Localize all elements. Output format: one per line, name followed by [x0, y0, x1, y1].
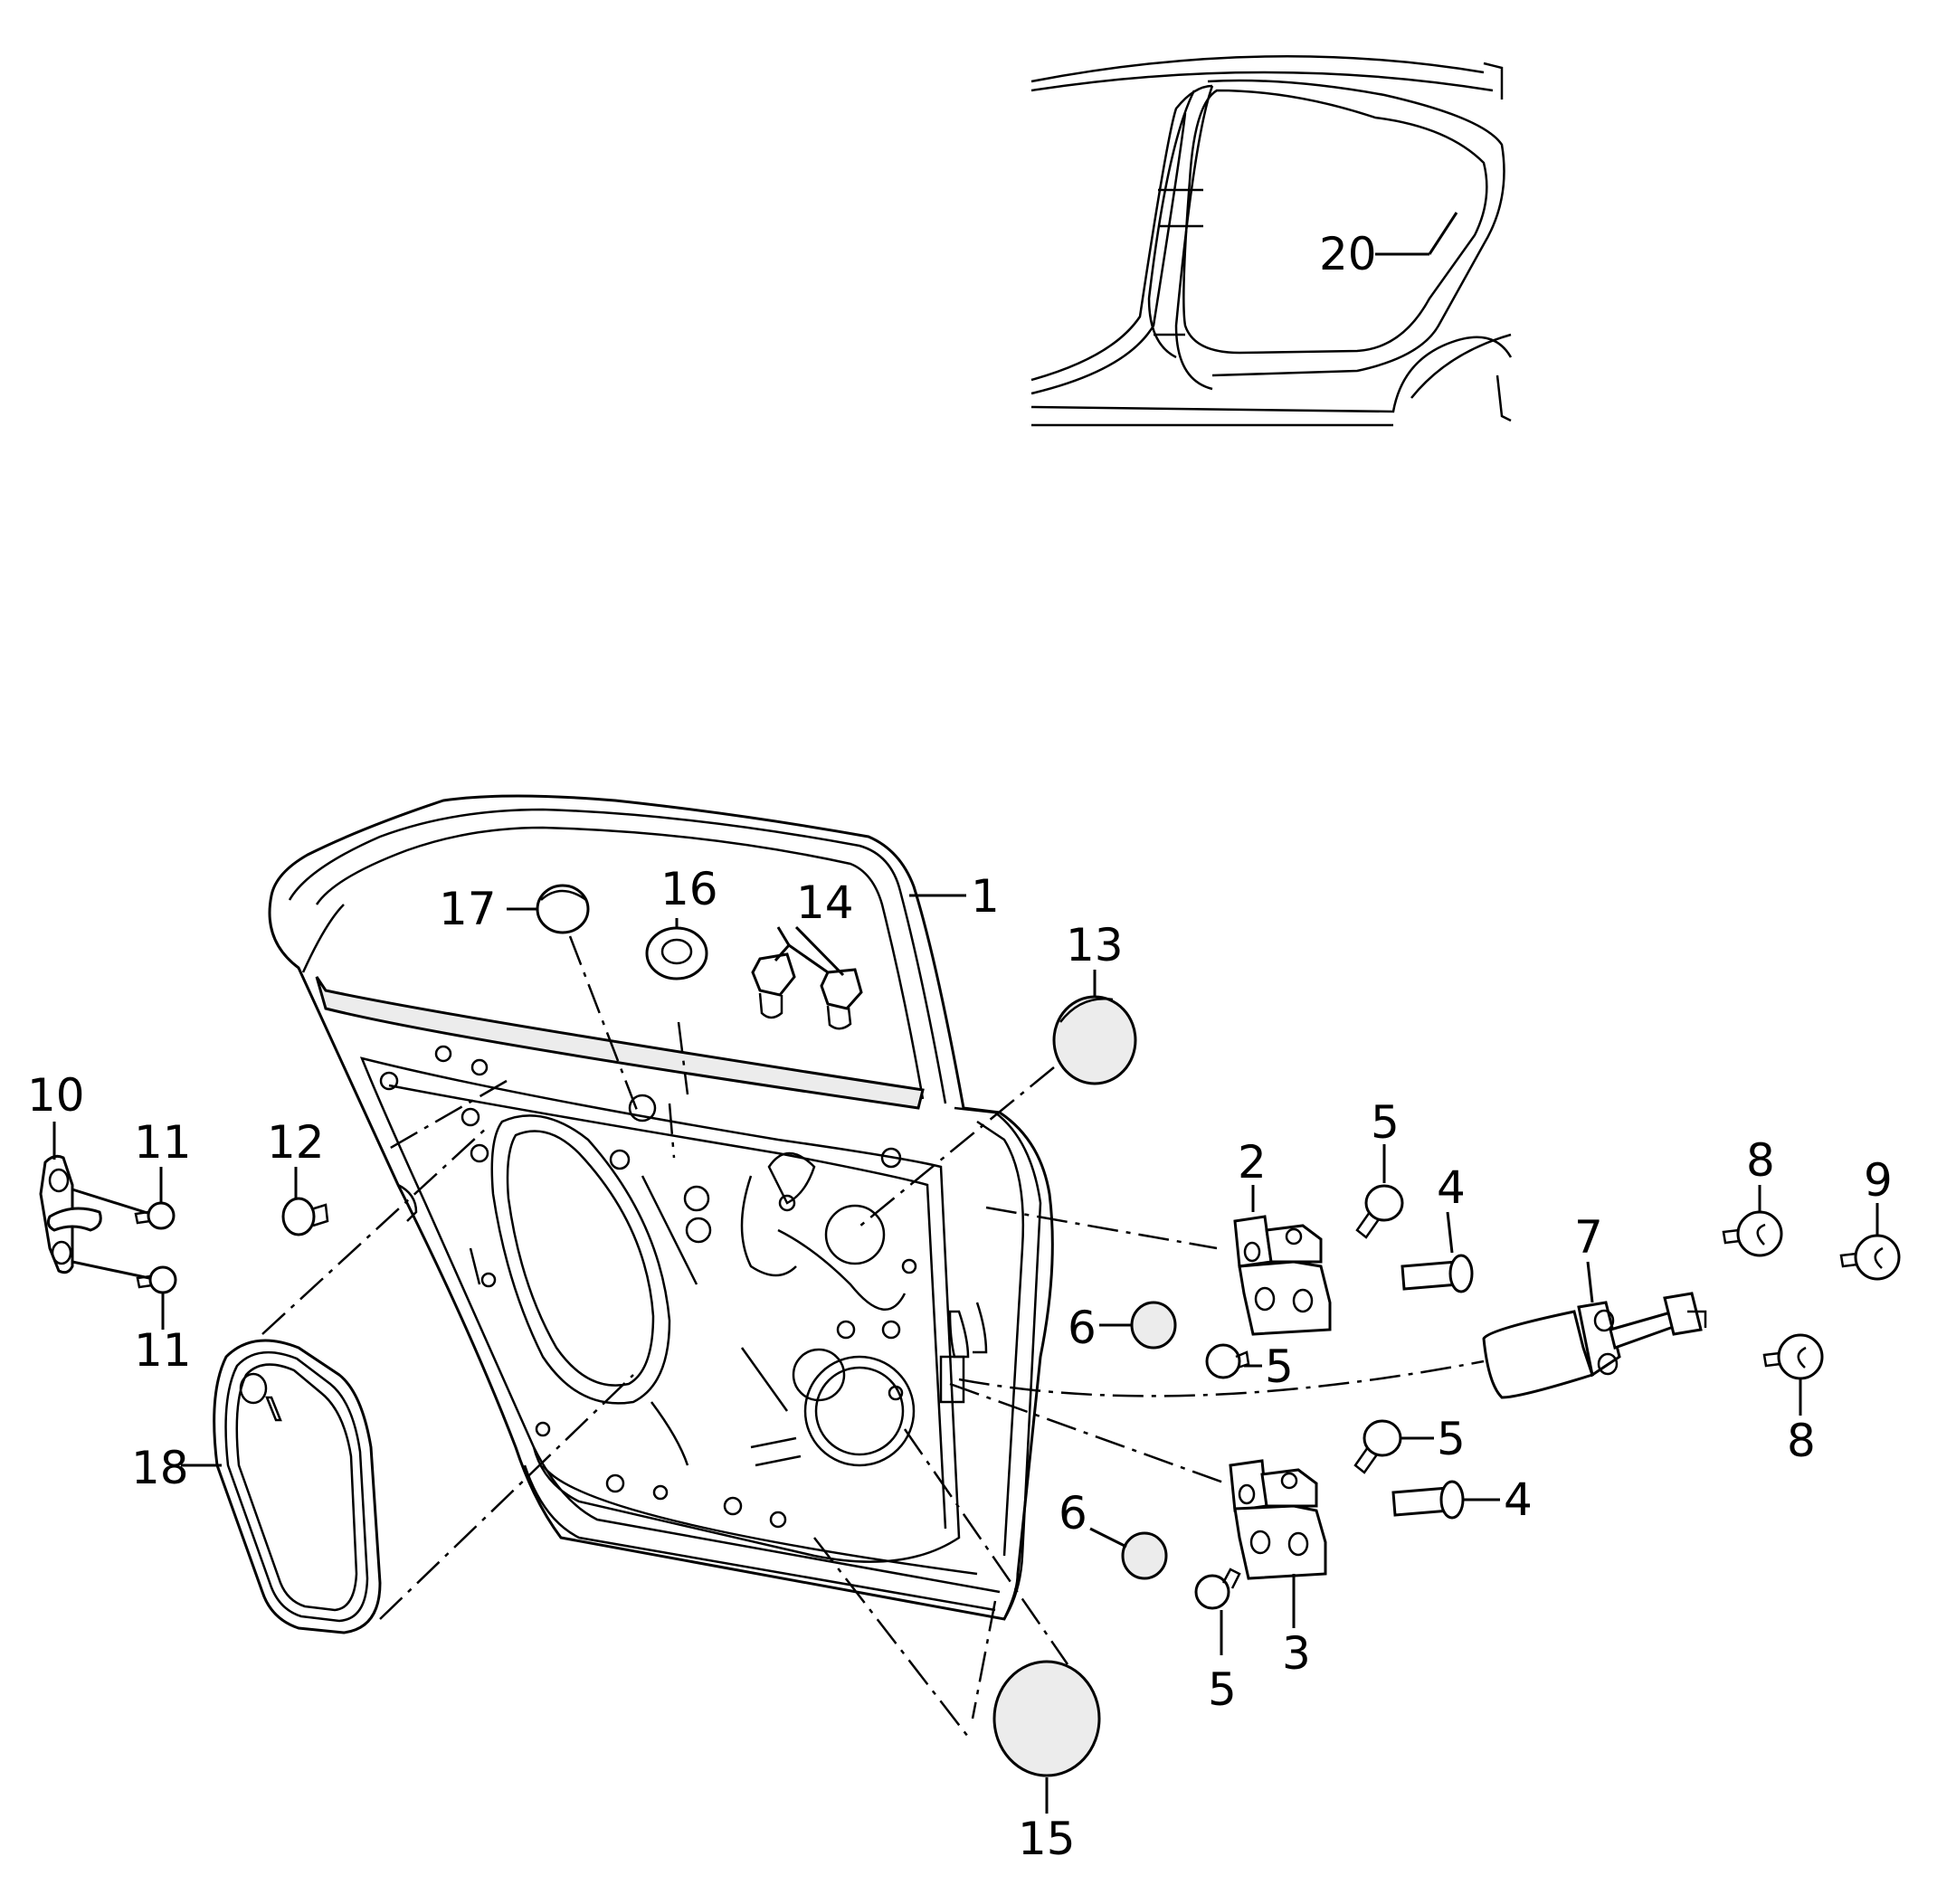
plug-17 [536, 884, 590, 934]
callout-9: 9 [1864, 1154, 1893, 1207]
cover-13 [1052, 995, 1137, 1085]
callout-4: 4 [1437, 1161, 1466, 1214]
screw-12 [281, 1197, 329, 1236]
callout-5: 5 [1208, 1663, 1237, 1716]
callout-3: 3 [1282, 1627, 1311, 1680]
callout-11: 11 [134, 1324, 192, 1377]
callout-5: 5 [1437, 1413, 1466, 1465]
callout-11: 11 [134, 1116, 192, 1169]
callout-5: 5 [1265, 1340, 1294, 1393]
callout-6: 6 [1068, 1302, 1097, 1354]
clip-14 [751, 952, 863, 1030]
door-check-7 [1482, 1292, 1707, 1399]
hinge-2 [1233, 1215, 1332, 1336]
callout-13: 13 [1066, 919, 1124, 971]
callout-8: 8 [1746, 1134, 1775, 1187]
bolt-5 [1194, 1184, 1404, 1610]
screw-11 [134, 1201, 177, 1294]
cover-15 [992, 1660, 1101, 1777]
cap-6 [1121, 1301, 1177, 1580]
door-shell [268, 794, 1054, 1621]
callout-12: 12 [267, 1116, 325, 1169]
grommet-16 [645, 926, 708, 980]
callout-18: 18 [131, 1442, 189, 1494]
body-side-inset [1030, 54, 1513, 427]
callout-1: 1 [971, 870, 1000, 923]
callout-15: 15 [1018, 1813, 1076, 1865]
striker-10 [39, 1154, 102, 1274]
callout-2: 2 [1238, 1136, 1267, 1189]
bolt-8 [1722, 1210, 1824, 1380]
callout-17: 17 [439, 883, 497, 935]
callout-6: 6 [1059, 1487, 1087, 1539]
callout-4: 4 [1504, 1473, 1533, 1526]
leader-lines [52, 212, 1879, 1814]
seal-18 [213, 1339, 382, 1634]
callout-14: 14 [796, 876, 854, 929]
callout-labels: 1 2 3 4 4 5 5 5 5 6 6 7 8 8 9 10 11 11 1… [27, 228, 1893, 1865]
callout-5: 5 [1371, 1096, 1400, 1149]
callout-10: 10 [27, 1069, 85, 1122]
callout-8: 8 [1787, 1415, 1816, 1467]
callout-16: 16 [660, 863, 718, 915]
callout-20: 20 [1319, 228, 1377, 280]
hinge-3 [1229, 1459, 1327, 1580]
bolt-9 [1839, 1234, 1901, 1281]
assembly-lines [261, 935, 1485, 1738]
callout-7: 7 [1574, 1211, 1603, 1264]
bolt-4 [1391, 1254, 1474, 1520]
